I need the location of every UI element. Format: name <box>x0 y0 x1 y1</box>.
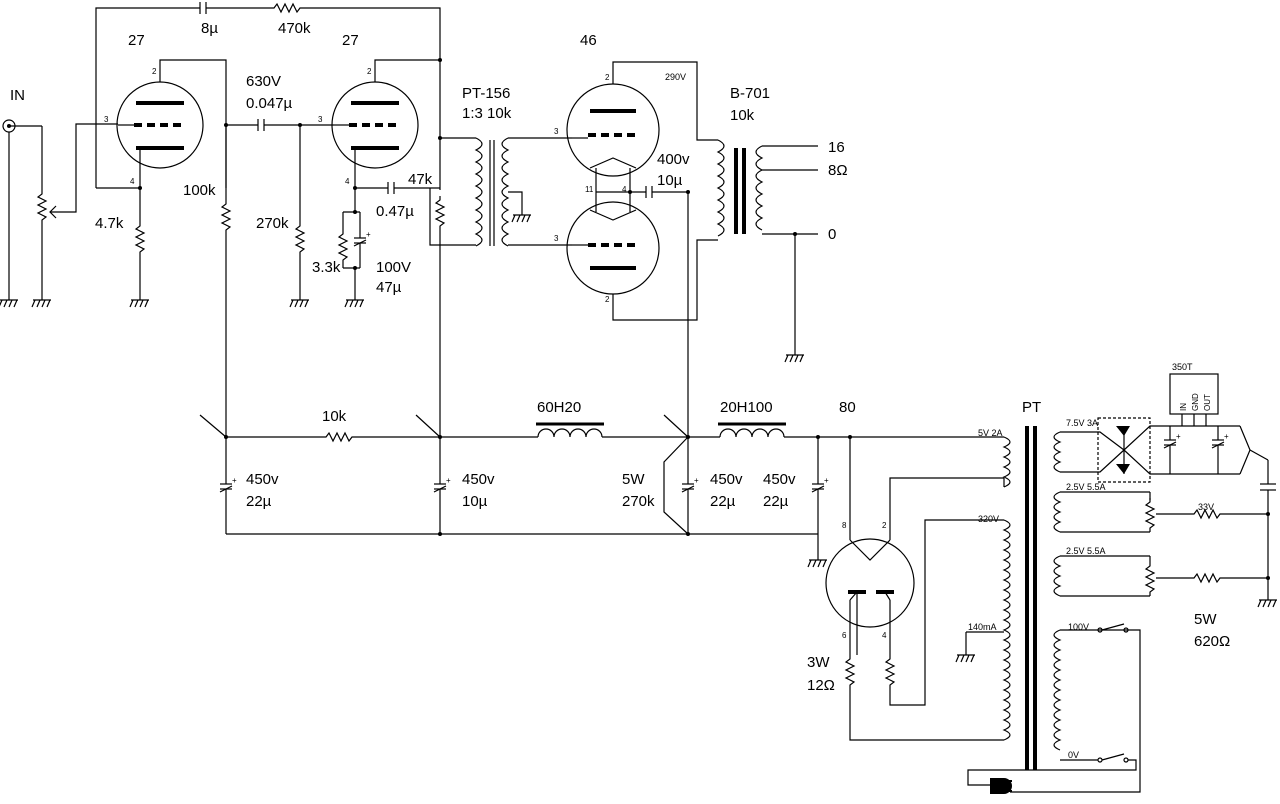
res-5w-b-label: 5W <box>1194 611 1217 628</box>
res-47k-label: 47k <box>408 171 433 188</box>
interstage-transformer <box>474 137 572 247</box>
res-100k-label: 100k <box>183 182 216 199</box>
svg-text:OUT: OUT <box>1203 394 1212 411</box>
svg-text:2: 2 <box>605 73 610 82</box>
cap-450v-d-label: 450v <box>763 471 796 488</box>
svg-text:2: 2 <box>882 521 887 530</box>
res-3k3-label: 3.3k <box>312 259 341 276</box>
reg-350t-label: 350T <box>1172 362 1193 372</box>
output-transformer <box>687 139 818 437</box>
input-jack <box>0 119 118 308</box>
res-470k-label: 470k <box>278 20 311 37</box>
feedback-network <box>95 2 441 188</box>
choke-20h-label: 20H100 <box>720 399 773 416</box>
svg-text:2: 2 <box>152 67 157 76</box>
tube-rect-label: 80 <box>839 399 856 416</box>
pt156-ratio-label: 1:3 10k <box>462 105 512 122</box>
cap-450v-a-label: 450v <box>246 471 279 488</box>
svg-text:3: 3 <box>554 127 559 136</box>
bridge-rectifier <box>1090 417 1251 483</box>
svg-text:IN: IN <box>1179 403 1188 411</box>
cap-22u-a-label: 22µ <box>246 493 272 510</box>
res-3w-label: 3W <box>807 654 830 671</box>
b701-label: B-701 <box>730 85 770 102</box>
svg-text:GND: GND <box>1191 393 1200 411</box>
regulator-ic <box>1169 373 1219 426</box>
cap-630v-label: 630V <box>246 73 281 90</box>
w-100v-label: 100V <box>1068 622 1089 632</box>
svg-text:11: 11 <box>585 185 594 194</box>
svg-text:4: 4 <box>882 631 887 640</box>
w-75v3a-label: 7.5V 3A <box>1066 418 1098 428</box>
v290-label: 290V <box>665 72 686 82</box>
v1-plate-load <box>221 119 334 437</box>
w-140ma-label: 140mA <box>968 622 997 632</box>
tube-v3-label: 46 <box>580 32 597 49</box>
w-0v-label: 0V <box>1068 750 1079 760</box>
v2-cathode <box>338 186 372 308</box>
svg-text:4: 4 <box>130 177 135 186</box>
res-4k7-label: 4.7k <box>95 215 124 232</box>
svg-text:2: 2 <box>367 67 372 76</box>
cap-22u-c-label: 22µ <box>710 493 736 510</box>
v1-cathode <box>96 186 150 308</box>
cap-10u-b-label: 10µ <box>462 493 488 510</box>
tube-rectifier <box>825 437 1004 741</box>
tube-v3-upper <box>566 61 718 177</box>
input-label: IN <box>10 87 25 104</box>
cap-400v-label: 400v <box>657 151 690 168</box>
cap-10u-label: 10µ <box>657 172 683 189</box>
res-620r-label: 620Ω <box>1194 633 1230 650</box>
supply-rail <box>199 414 1004 568</box>
tube-v1 <box>116 59 227 188</box>
res-33v-label: 33V <box>1198 502 1214 512</box>
res-10k-label: 10k <box>322 408 347 425</box>
tube-v1-label: 27 <box>128 32 145 49</box>
res-12r-label: 12Ω <box>807 677 835 694</box>
svg-text:4: 4 <box>345 177 350 186</box>
pt156-label: PT-156 <box>462 85 510 102</box>
cap-100v-label: 100V <box>376 259 411 276</box>
w-25v-b-label: 2.5V 5.5A <box>1066 546 1106 556</box>
mains-input <box>967 623 1141 794</box>
out-0-label: 0 <box>828 226 836 243</box>
b701-imp-label: 10k <box>730 107 755 124</box>
cap-22u-d-label: 22µ <box>763 493 789 510</box>
cap-450v-b-label: 450v <box>462 471 495 488</box>
w-25v-a-label: 2.5V 5.5A <box>1066 482 1106 492</box>
cap-450v-c-label: 450v <box>710 471 743 488</box>
out-8-label: 8Ω <box>828 162 848 179</box>
res-270k-label: 270k <box>256 215 289 232</box>
w-320v-label: 320V <box>978 514 999 524</box>
choke-60h-label: 60H20 <box>537 399 581 416</box>
w-5v2a-label: 5V 2A <box>978 428 1003 438</box>
res-270k-b-label: 270k <box>622 493 655 510</box>
cap-047-label: 0.47µ <box>376 203 414 220</box>
tube-v2-label: 27 <box>342 32 359 49</box>
svg-text:3: 3 <box>554 234 559 243</box>
tube-v3-lower <box>566 201 718 321</box>
svg-text:2: 2 <box>605 295 610 304</box>
cap-47u-label: 47µ <box>376 279 402 296</box>
tube-v2 <box>331 58 442 194</box>
svg-text:3: 3 <box>318 115 323 124</box>
svg-text:8: 8 <box>842 521 847 530</box>
res-5w-label: 5W <box>622 471 645 488</box>
v2-plate-supply <box>429 60 476 437</box>
power-transformer <box>955 426 1150 770</box>
svg-text:3: 3 <box>104 115 109 124</box>
pt-label: PT <box>1022 399 1041 416</box>
out-16-label: 16 <box>828 139 845 156</box>
cap-8u-label: 8µ <box>201 20 218 37</box>
cap-0047-label: 0.047µ <box>246 95 293 112</box>
svg-text:4: 4 <box>622 185 627 194</box>
v3-filament <box>595 168 690 212</box>
svg-text:6: 6 <box>842 631 847 640</box>
heater-dividers <box>1145 449 1278 608</box>
